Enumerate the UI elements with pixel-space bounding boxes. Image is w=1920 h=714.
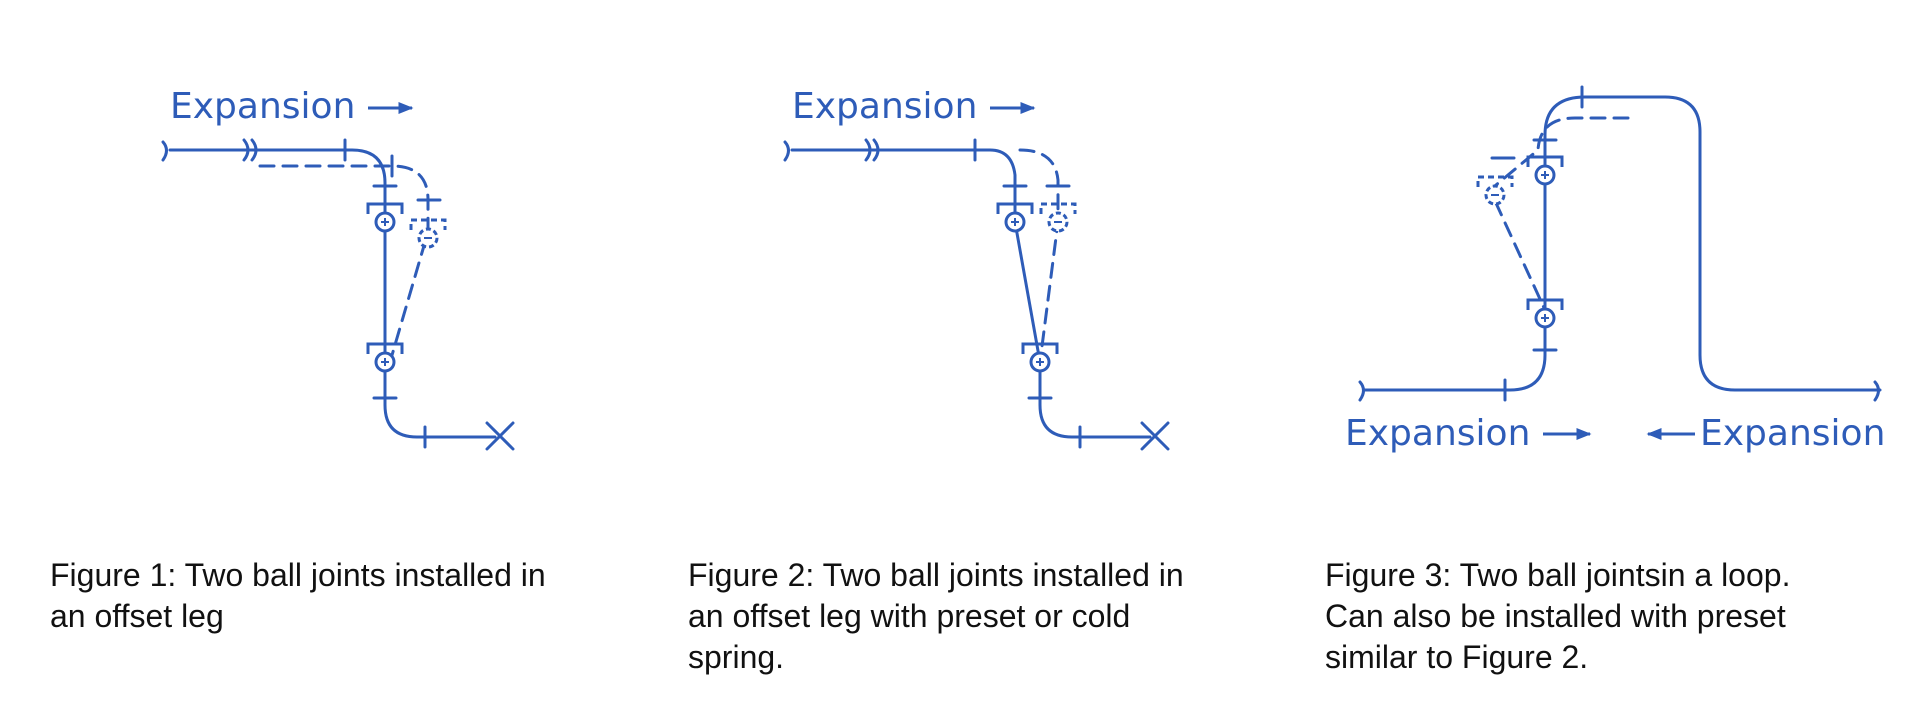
figure-1-caption: Figure 1: Two ball joints installed in a… <box>50 557 546 634</box>
fig3-displaced-pipe <box>1488 116 1630 312</box>
fig1-expansion-label: Expansion <box>170 86 355 127</box>
fig2-ball-joint-lower <box>1021 342 1059 373</box>
figure-3-caption: Figure 3: Two ball jointsin a loop. Can … <box>1325 557 1791 675</box>
figure-3-diagram: Expansion Expansion <box>1345 85 1885 454</box>
fig3-ball-joint-displaced <box>1476 175 1514 206</box>
figure-1-diagram: Expansion <box>161 86 515 451</box>
fig1-displaced-pipe <box>258 164 430 364</box>
figure-2-caption: Figure 2: Two ball joints installed in a… <box>688 557 1184 675</box>
fig3-expansion-label-left: Expansion <box>1345 413 1530 454</box>
fig1-pipe <box>168 148 497 439</box>
fig3-expansion-label-right: Expansion <box>1700 413 1885 454</box>
fig3-loop-pipe <box>1363 95 1882 392</box>
fig2-expansion-label: Expansion <box>792 86 977 127</box>
fig2-displaced-pipe <box>1018 148 1060 364</box>
fig2-pipe <box>790 148 1152 439</box>
figure-2-diagram: Expansion <box>783 86 1170 451</box>
